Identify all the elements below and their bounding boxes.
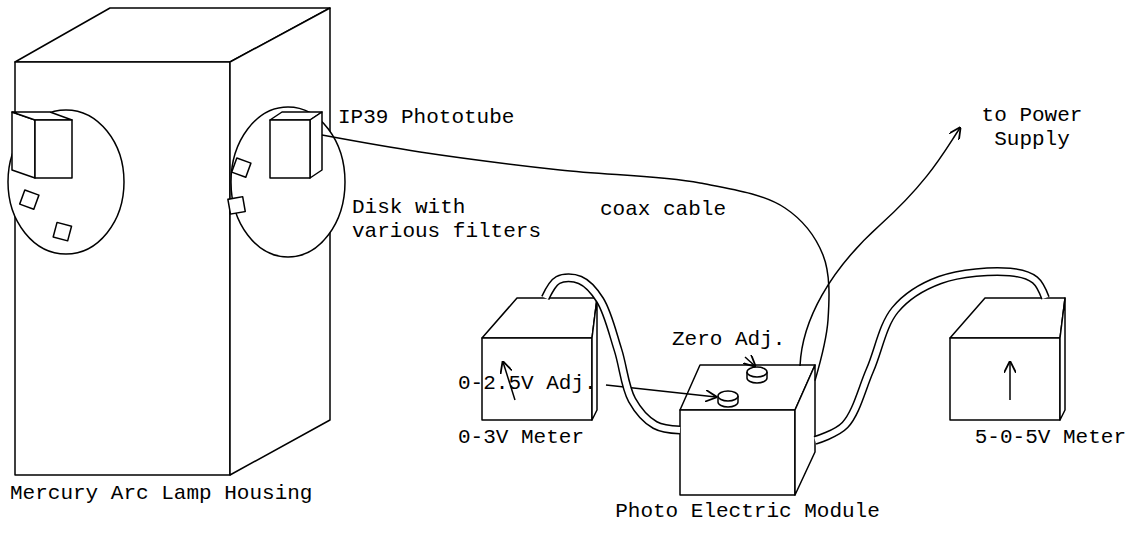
filter-disk bbox=[231, 107, 345, 257]
voltmeter: 0-3V Meter bbox=[482, 298, 597, 420]
filter bbox=[228, 197, 245, 214]
meter-cable bbox=[545, 278, 680, 430]
node-label: Mercury Arc Lamp Housing bbox=[10, 482, 312, 506]
knob-label: Zero Adj. bbox=[672, 328, 785, 352]
power-supply-label: to Power Supply bbox=[962, 104, 1102, 152]
phototube-front bbox=[270, 120, 310, 178]
cable-line bbox=[322, 135, 829, 381]
meter-face bbox=[950, 298, 1065, 338]
module-front bbox=[680, 410, 795, 495]
meter-face bbox=[482, 298, 597, 338]
node-label: 5-0-5V Meter bbox=[975, 426, 1126, 450]
phototube-front bbox=[35, 120, 72, 178]
housing-front bbox=[15, 62, 230, 475]
meter-side bbox=[592, 298, 597, 420]
phototube: IP39 Phototube bbox=[270, 112, 322, 178]
meter-cable bbox=[815, 271, 1045, 440]
knob-top bbox=[747, 367, 767, 377]
lamp-housing: IP39 PhototubeMercury Arc Lamp Housing bbox=[15, 8, 330, 475]
leader-line bbox=[745, 357, 755, 366]
knob-top bbox=[718, 391, 738, 401]
module-side bbox=[795, 365, 815, 495]
meter-needle bbox=[1009, 362, 1011, 400]
cable-outline bbox=[545, 278, 680, 430]
cable-core bbox=[815, 271, 1045, 440]
phototube-side bbox=[310, 112, 322, 178]
node-label: IP39 Phototube bbox=[338, 106, 514, 130]
filter bbox=[232, 158, 251, 177]
node-label: 0-3V Meter bbox=[458, 426, 584, 450]
photoelectric-module: Photo Electric Module bbox=[680, 365, 815, 495]
phototube-top bbox=[12, 112, 72, 120]
voltmeter: 5-0-5V Meter bbox=[950, 298, 1065, 420]
knob-label: 0-2.5V Adj. bbox=[458, 372, 597, 396]
module-top bbox=[680, 365, 815, 410]
phototube-side bbox=[12, 112, 35, 178]
meter-front bbox=[950, 338, 1060, 420]
filter bbox=[20, 190, 39, 209]
filter bbox=[53, 222, 71, 240]
meter-side bbox=[1060, 298, 1065, 420]
cable-label: coax cable bbox=[598, 198, 728, 222]
cable-outline bbox=[815, 271, 1045, 440]
node-label: Photo Electric Module bbox=[615, 500, 880, 524]
coax-cable bbox=[322, 135, 829, 381]
filter-disk bbox=[8, 110, 124, 254]
cable-core bbox=[545, 278, 680, 430]
filter-disk-label: Disk with various filters bbox=[352, 196, 552, 244]
